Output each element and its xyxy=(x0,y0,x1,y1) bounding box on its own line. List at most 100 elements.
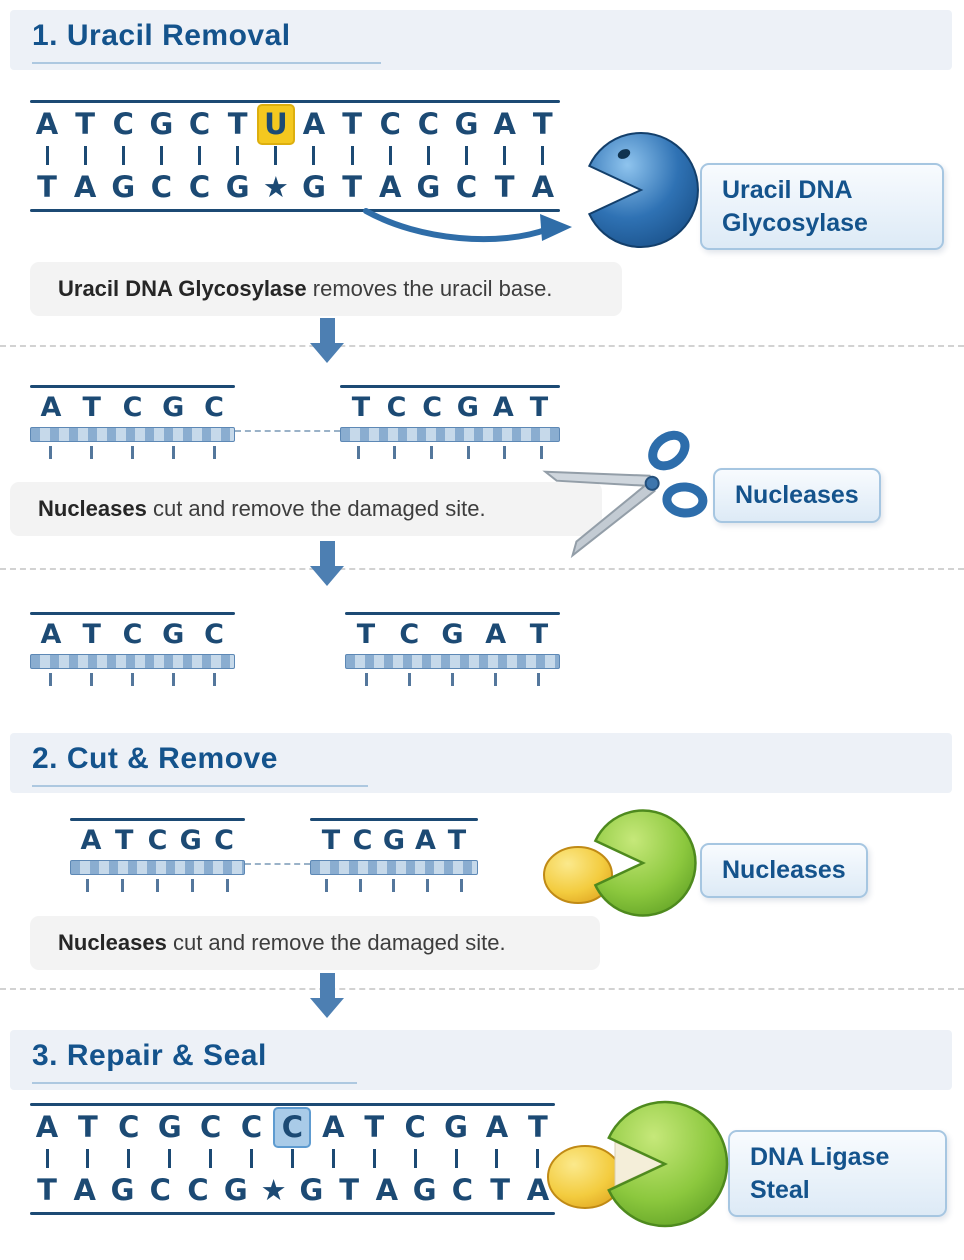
pair-tick xyxy=(540,446,544,459)
caption-rest: cut and remove the damaged site. xyxy=(146,496,486,521)
pair-tick xyxy=(259,146,293,166)
dna-base: C xyxy=(417,107,440,141)
dna-base: A xyxy=(485,619,507,650)
pair-tick xyxy=(411,146,445,166)
segment-ticks xyxy=(30,442,235,459)
pair-tick xyxy=(49,446,52,459)
strand-backbone-line xyxy=(30,1212,555,1215)
dna-base: T xyxy=(227,107,248,141)
ligase-label-line1: DNA Ligase xyxy=(750,1143,890,1171)
strand-backbone-line xyxy=(310,818,478,821)
pair-tick xyxy=(112,1149,146,1169)
pair-tick xyxy=(213,446,216,459)
caption-rest: cut and remove the damaged site. xyxy=(166,930,506,955)
down-arrow-icon xyxy=(310,541,344,586)
pair-tick xyxy=(106,146,140,166)
dna-base: A xyxy=(375,1173,399,1207)
segment-ticks xyxy=(70,875,245,892)
pair-tick xyxy=(430,446,434,459)
dna-base: G xyxy=(179,825,202,856)
ligase-label-line2: Steal xyxy=(750,1175,810,1204)
dna-base: C xyxy=(188,107,211,141)
section-2-header: 2. Cut & Remove xyxy=(10,733,952,793)
pair-tick xyxy=(221,146,255,166)
dna-base: G xyxy=(110,1173,135,1207)
dna-base: A xyxy=(492,392,514,423)
dna-base: C xyxy=(187,1173,209,1207)
dna-base: A xyxy=(73,1173,96,1207)
section-1-header: 1. Uracil Removal xyxy=(10,10,952,70)
segment-ticks xyxy=(30,669,235,686)
strand-ladder-band xyxy=(70,860,245,875)
down-arrow-icon xyxy=(310,318,344,363)
dna-base: C xyxy=(199,1110,222,1144)
pair-tick xyxy=(30,1149,64,1169)
strand-ladder-band xyxy=(30,654,235,669)
dna-base: C xyxy=(122,619,143,650)
pair-tick xyxy=(30,146,64,166)
base-pair-bonds xyxy=(30,146,560,166)
dna-base: A xyxy=(379,170,402,204)
dna-base: G xyxy=(149,107,174,141)
dna-base: C xyxy=(240,1110,263,1144)
pair-tick xyxy=(325,879,329,892)
pair-tick xyxy=(439,1149,473,1169)
uracil-glycosylase-pacman-icon xyxy=(587,132,699,248)
pair-tick xyxy=(358,879,362,892)
pair-tick xyxy=(235,1149,269,1169)
pair-tick xyxy=(172,446,175,459)
dna-base: G xyxy=(441,619,464,650)
dashed-divider xyxy=(0,568,964,570)
dna-base: T xyxy=(529,392,549,423)
scissors-icon xyxy=(537,408,728,576)
pair-tick xyxy=(297,146,331,166)
pair-tick xyxy=(466,446,470,459)
pair-tick xyxy=(86,879,89,892)
dna-base: C xyxy=(204,392,224,423)
pair-tick xyxy=(68,146,102,166)
dna-base: C xyxy=(386,392,407,423)
pair-tick xyxy=(335,146,369,166)
pair-tick xyxy=(450,146,484,166)
dna-base: C xyxy=(451,1173,474,1207)
dna-base: T xyxy=(321,825,341,856)
dna-base: T xyxy=(342,170,363,204)
strand-backbone-line xyxy=(30,100,560,103)
nucleases-label-1: Nucleases xyxy=(713,468,881,523)
dna-base: G xyxy=(223,1173,248,1207)
pair-tick xyxy=(480,1149,514,1169)
pair-tick xyxy=(494,673,497,686)
strand-backbone-line xyxy=(30,385,235,388)
pair-tick xyxy=(365,673,368,686)
dna-base: G xyxy=(162,619,185,650)
dna-base: A xyxy=(485,1110,509,1144)
pair-tick xyxy=(451,673,454,686)
dna-base: G xyxy=(416,170,441,204)
pair-tick xyxy=(488,146,522,166)
caption-nucleases-1: Nucleases cut and remove the damaged sit… xyxy=(10,482,602,536)
pair-tick xyxy=(392,879,396,892)
dna-base: T xyxy=(364,1110,385,1144)
dna-base: T xyxy=(339,1173,360,1207)
dna-base: C xyxy=(399,619,420,650)
pair-tick xyxy=(90,673,93,686)
dna-base: A xyxy=(35,1110,59,1144)
pair-tick xyxy=(131,673,134,686)
segment-ticks xyxy=(340,442,560,459)
dna-base: A xyxy=(73,170,97,204)
pair-tick xyxy=(537,673,540,686)
dna-base: A xyxy=(526,1173,550,1207)
dna-base: T xyxy=(115,825,134,856)
dashed-divider xyxy=(0,988,964,990)
pair-tick xyxy=(121,879,124,892)
